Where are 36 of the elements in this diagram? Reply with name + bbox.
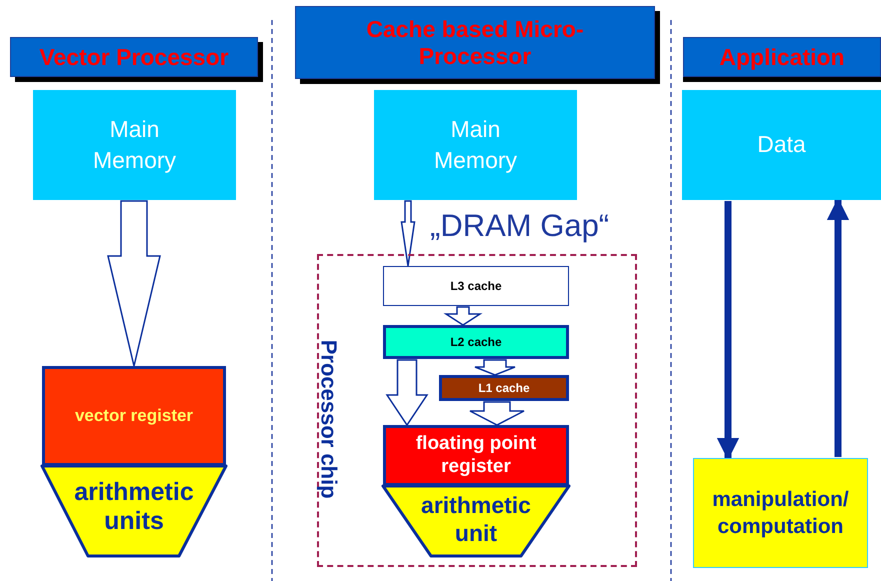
node-label: Data <box>757 130 806 160</box>
node-label: L3 cache <box>450 278 502 294</box>
cache-box <box>383 325 569 359</box>
block-arrow <box>400 200 416 267</box>
header-title: Application <box>719 44 845 70</box>
block-arrow <box>474 359 516 376</box>
node-label: Main Memory <box>92 114 178 175</box>
cache-box <box>383 266 569 306</box>
arrow <box>716 201 740 460</box>
block-arrow <box>443 306 483 326</box>
node-label: Main Memory <box>432 114 518 175</box>
header-title: Cache based Micro-Processor <box>365 16 585 69</box>
block-arrow <box>107 200 161 367</box>
node-label: arithmetic units <box>73 478 195 536</box>
memory-box <box>374 90 577 200</box>
block-arrow <box>386 359 428 426</box>
node-label: vector register <box>74 406 194 426</box>
node-label: arithmetic unit <box>420 492 532 548</box>
node-label: manipulation/ computation <box>711 486 850 540</box>
register-box <box>42 366 226 466</box>
arithmetic-unit-trapezoid <box>383 486 569 556</box>
cache-box <box>439 375 569 401</box>
process-box <box>693 458 868 568</box>
node-label: floating point register <box>414 432 538 478</box>
memory-box <box>682 90 881 200</box>
memory-box <box>33 90 236 200</box>
node-label: L2 cache <box>450 334 502 350</box>
arrow <box>826 198 850 457</box>
processor-chip-boundary <box>317 254 637 567</box>
block-arrow <box>469 401 525 426</box>
vertical-label: Processor chip <box>316 340 342 499</box>
annotation-text: „DRAM Gap“ <box>430 208 610 244</box>
arithmetic-unit-trapezoid <box>42 466 226 556</box>
node-label: L1 cache <box>478 380 530 396</box>
register-box <box>383 425 569 486</box>
header-title: Vector Processor <box>39 44 229 70</box>
